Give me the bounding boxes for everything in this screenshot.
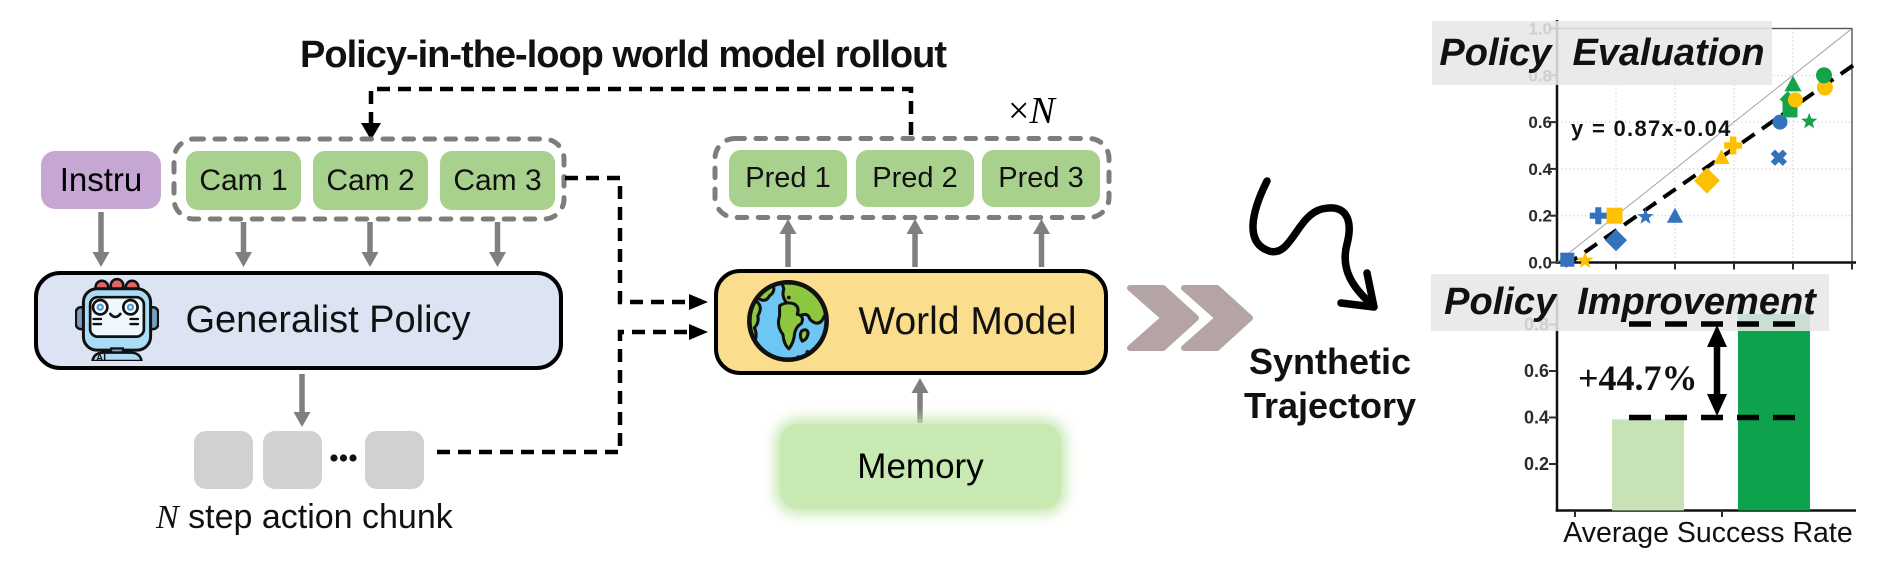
svg-text:0.2: 0.2 <box>1524 454 1549 474</box>
svg-text:0.2: 0.2 <box>1528 207 1552 226</box>
svg-text:0.4: 0.4 <box>1524 408 1549 428</box>
svg-text:+44.7%: +44.7% <box>1578 358 1698 398</box>
svg-text:0.6: 0.6 <box>1524 361 1549 381</box>
svg-text:0.0: 0.0 <box>1528 254 1552 273</box>
svg-text:y = 0.87x-0.04: y = 0.87x-0.04 <box>1571 116 1732 141</box>
svg-text:0.6: 0.6 <box>1528 113 1552 132</box>
svg-text:0.4: 0.4 <box>1528 160 1552 179</box>
svg-text:AI: AI <box>96 353 106 361</box>
svg-text:Average Success Rate: Average Success Rate <box>1563 517 1852 549</box>
